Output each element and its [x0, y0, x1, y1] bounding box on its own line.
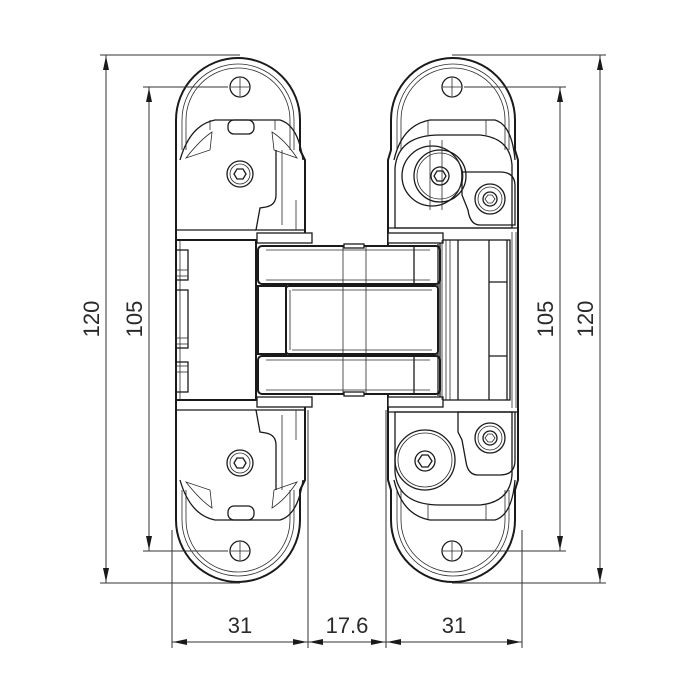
dimension-lines [100, 54, 606, 648]
right-hinge-leaf [387, 57, 519, 583]
dim-left-outer-height: 120 [79, 301, 104, 338]
dim-center-gap: 17.6 [326, 613, 369, 638]
dim-right-outer-height: 120 [573, 301, 598, 338]
left-hinge-leaf [175, 57, 306, 583]
dim-left-hole-spacing: 105 [122, 301, 147, 338]
dim-right-hole-spacing: 105 [533, 301, 558, 338]
dimension-labels: 120 105 105 120 31 17.6 31 [79, 301, 598, 638]
dim-left-body-width: 31 [228, 613, 252, 638]
hinge-arms [256, 232, 444, 408]
dim-right-body-width: 31 [442, 613, 466, 638]
